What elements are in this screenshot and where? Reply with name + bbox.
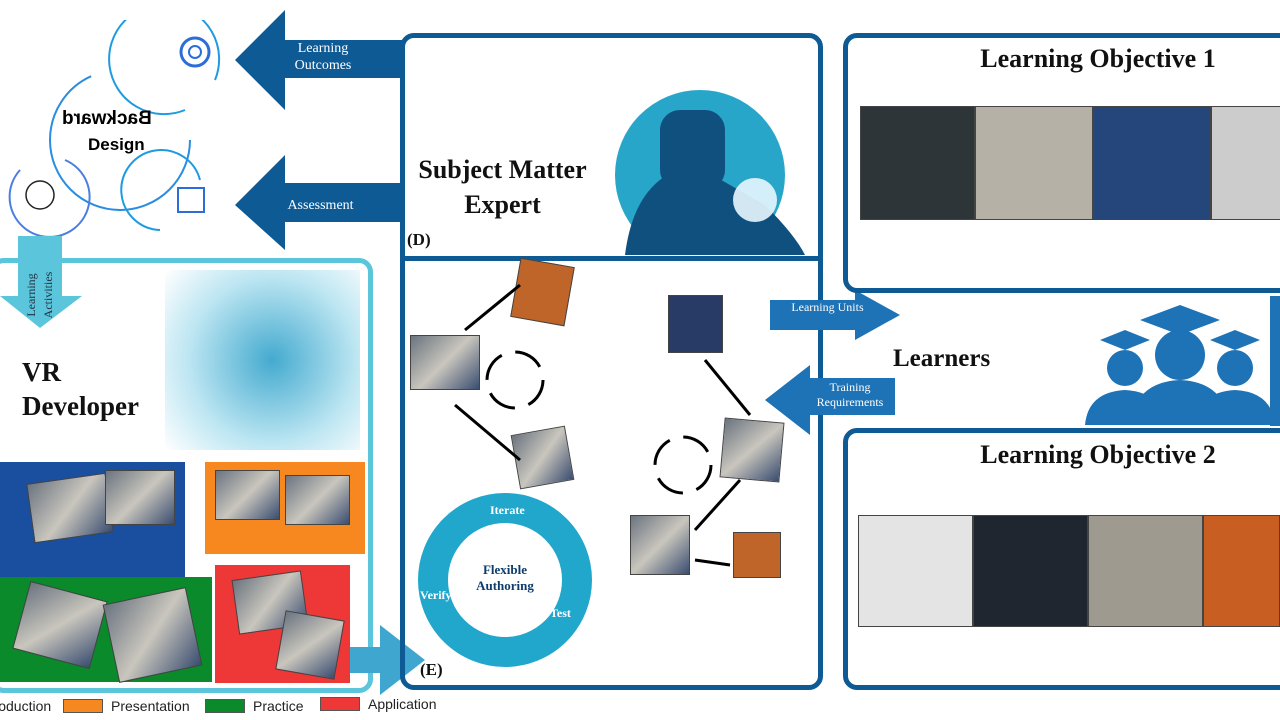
to-e-arrow	[350, 625, 425, 695]
graduates-icon	[1085, 305, 1275, 425]
learning-outcomes-label: Learning Outcomes	[294, 41, 352, 73]
backward-title: Backward	[62, 108, 152, 129]
legend-presentation: Presentation	[63, 698, 190, 714]
cycle-diagram	[418, 493, 592, 667]
cycle-arc	[108, 20, 221, 116]
learning-units-label: Learning Units	[791, 300, 864, 314]
learning-units-arrow	[770, 290, 900, 340]
legend-introduction: Introduction	[0, 698, 51, 714]
sme-panel	[400, 33, 823, 690]
cycle-arc	[49, 69, 191, 211]
learners-title: Learners	[893, 345, 991, 372]
test-label: Test	[550, 606, 571, 620]
sme-title: Subject Matter Expert	[418, 155, 587, 219]
d-tag: (D)	[407, 230, 431, 249]
assessment-arrow	[235, 155, 405, 250]
target-icon	[179, 36, 211, 68]
learners-border	[1270, 296, 1280, 426]
flexible-authoring-label: Flexible Authoring	[476, 562, 534, 593]
legend-label: Introduction	[0, 698, 52, 714]
assessment-label: Assessment	[287, 198, 354, 213]
vr-developer-title: VR Developer	[22, 357, 139, 421]
welder-illustration	[615, 90, 805, 255]
verify-label: Verify	[420, 588, 452, 602]
learning-objective-1-panel	[843, 33, 1280, 293]
learning-objective-2-panel	[843, 428, 1280, 690]
vr-developer-panel	[0, 258, 373, 693]
divider	[400, 256, 823, 261]
backward-design-cycle	[8, 20, 221, 238]
lo1-title: Learning Objective 1	[980, 44, 1216, 73]
legend-label: Practice	[253, 698, 304, 714]
legend-practice: Practice	[205, 698, 304, 714]
e-tag: (E)	[420, 660, 443, 679]
learner-arrows	[765, 290, 900, 435]
design-subtitle: Design	[88, 135, 145, 154]
training-requirements-label: Training Requirements	[816, 380, 884, 409]
sme-arrows	[235, 10, 405, 250]
learning-outcomes-arrow	[235, 10, 405, 110]
vr-developer-illustration	[165, 270, 360, 450]
flow-arrows	[454, 283, 752, 567]
legend-label: Presentation	[111, 698, 190, 714]
vr-headset-icon	[25, 180, 55, 210]
legend-label: Application	[368, 696, 437, 712]
legend-application: Application	[320, 696, 437, 712]
training-requirements-arrow	[765, 365, 895, 435]
iterate-label: Iterate	[490, 503, 525, 517]
learning-activities-arrow	[0, 236, 82, 328]
lo2-title: Learning Objective 2	[980, 440, 1216, 469]
learning-activities-label: Learning Activities	[24, 271, 55, 319]
checklist-icon	[177, 187, 205, 213]
